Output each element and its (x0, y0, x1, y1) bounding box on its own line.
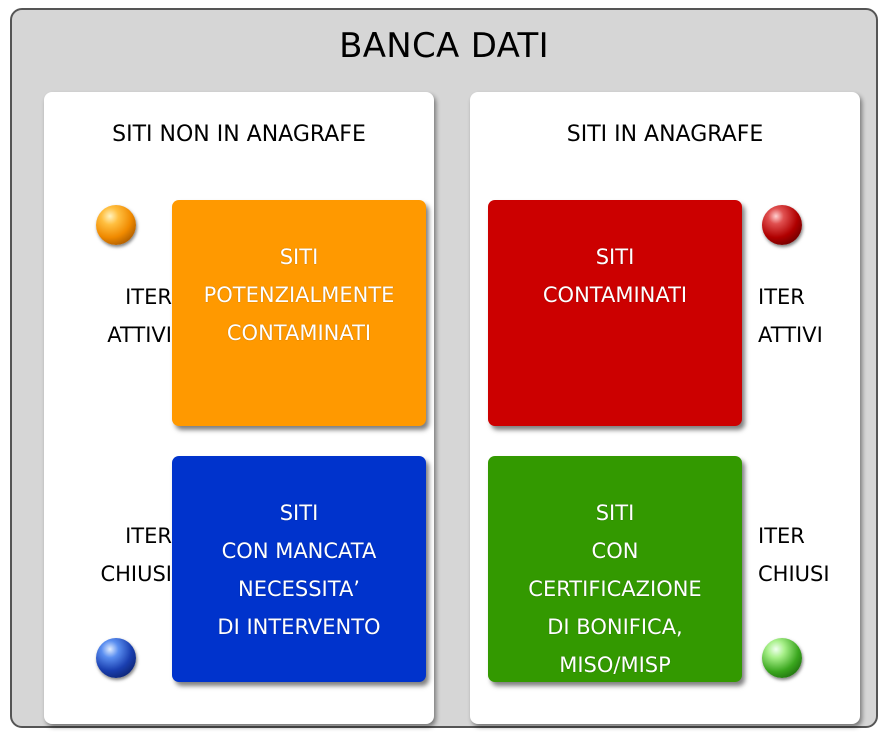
box-label: SITI POTENZIALMENTE CONTAMINATI (203, 245, 395, 345)
box-siti-contaminati: SITI CONTAMINATI (488, 200, 742, 426)
iter-chiusi-label: ITER CHIUSI (100, 524, 172, 586)
green-ball-icon (762, 638, 802, 678)
panel-siti-non-in-anagrafe: SITI NON IN ANAGRAFE ITER ATTIVI ITER CH… (44, 92, 434, 724)
box-siti-potenzialmente-contaminati: SITI POTENZIALMENTE CONTAMINATI (172, 200, 426, 426)
box-siti-mancata-necessita: SITI CON MANCATA NECESSITA’ DI INTERVENT… (172, 456, 426, 682)
box-label: SITI CON MANCATA NECESSITA’ DI INTERVENT… (217, 501, 381, 639)
panel-heading: SITI NON IN ANAGRAFE (112, 122, 366, 147)
iter-attivi-label: ITER ATTIVI (758, 285, 823, 347)
box-label: SITI CONTAMINATI (542, 245, 688, 307)
box-siti-certificazione-bonifica: SITI CON CERTIFICAZIONE DI BONIFICA, MIS… (488, 456, 742, 682)
iter-chiusi-label: ITER CHIUSI (758, 524, 830, 586)
box-label: SITI CON CERTIFICAZIONE DI BONIFICA, MIS… (528, 501, 702, 677)
iter-attivi-label: ITER ATTIVI (107, 285, 172, 347)
red-ball-icon (762, 205, 802, 245)
banca-dati-container: BANCA DATI SITI NON IN ANAGRAFE ITER ATT… (10, 8, 878, 728)
diagram-title: BANCA DATI (339, 26, 549, 66)
panel-heading: SITI IN ANAGRAFE (566, 122, 764, 147)
blue-ball-icon (96, 638, 136, 678)
orange-ball-icon (96, 205, 136, 245)
panel-siti-in-anagrafe: SITI IN ANAGRAFE SITI CONTAMINATI SITI C… (470, 92, 860, 724)
